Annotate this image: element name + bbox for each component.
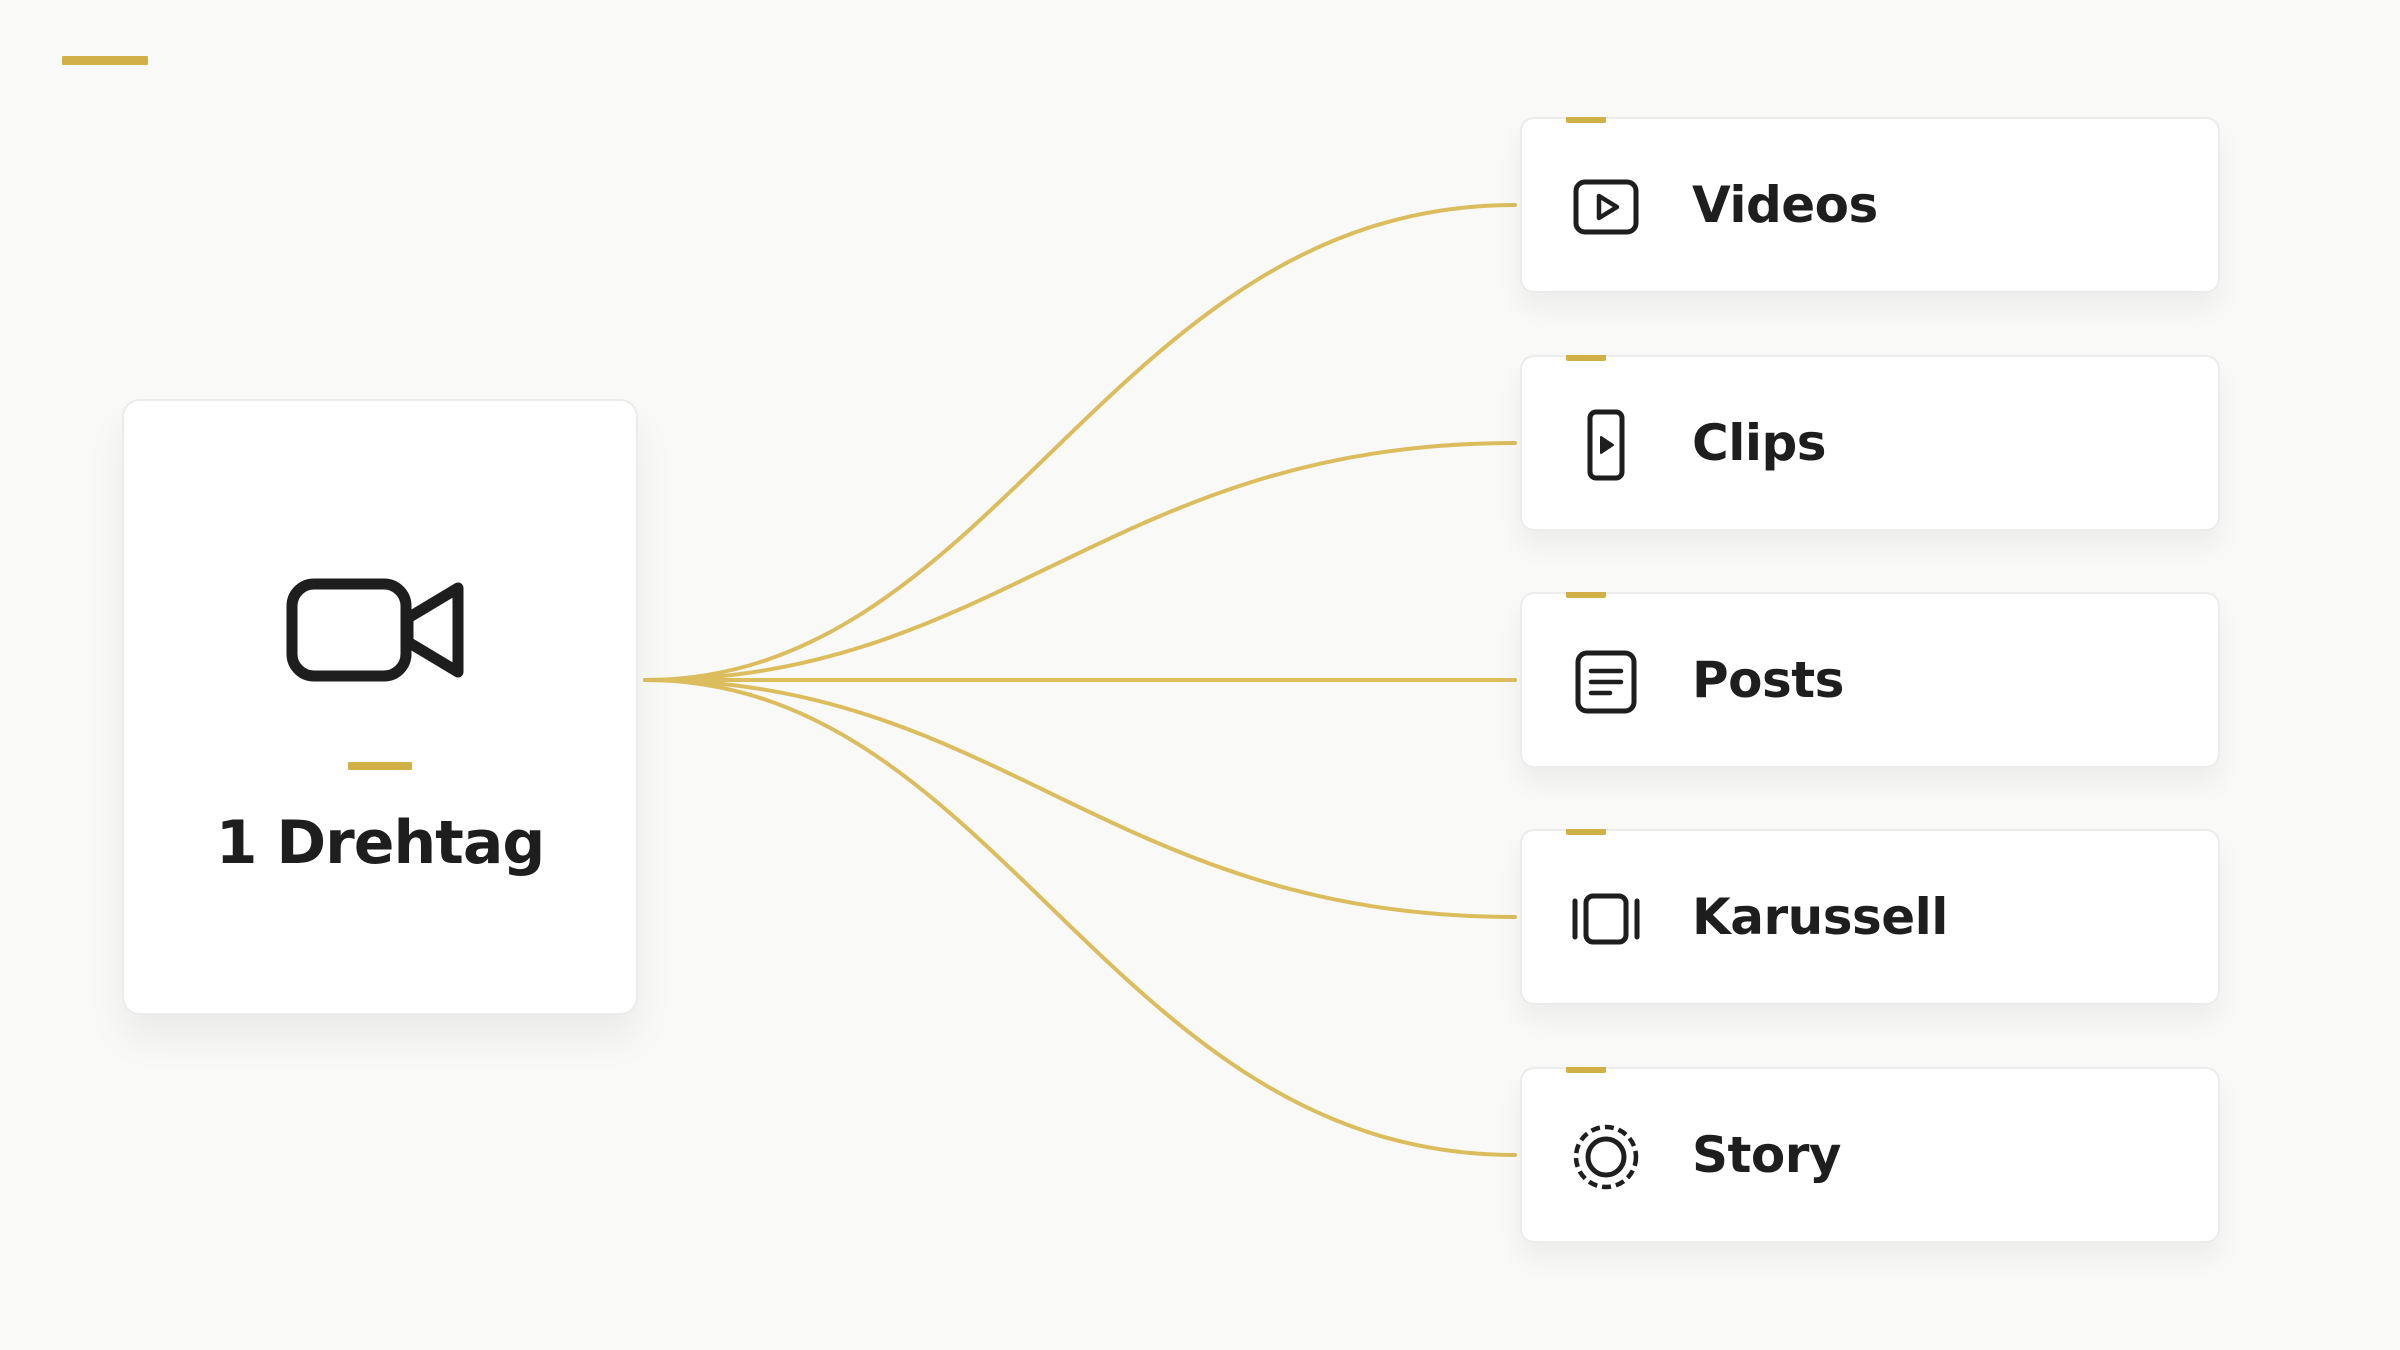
- output-label-karussell: Karussell: [1692, 888, 1948, 946]
- output-label-story: Story: [1692, 1126, 1842, 1184]
- output-label-posts: Posts: [1692, 651, 1844, 709]
- card-tab-accent: [1566, 1067, 1606, 1073]
- output-card-story: Story: [1520, 1067, 2220, 1243]
- output-label-videos: Videos: [1692, 176, 1878, 234]
- card-tab-accent: [1566, 355, 1606, 361]
- connector-karussell: [643, 678, 1517, 919]
- output-label-clips: Clips: [1692, 414, 1827, 472]
- output-card-videos: Videos: [1520, 117, 2220, 293]
- output-card-clips: Clips: [1520, 355, 2220, 531]
- output-card-posts: Posts: [1520, 592, 2220, 768]
- source-card: [122, 399, 638, 1015]
- vertical-video-icon: [1587, 409, 1625, 481]
- corner-accent-line: [62, 56, 148, 65]
- connector-videos: [643, 203, 1517, 682]
- source-label: 1 Drehtag: [215, 808, 546, 878]
- story-ring-icon: [1573, 1124, 1639, 1190]
- connector-clips: [643, 441, 1517, 682]
- card-tab-accent: [1566, 117, 1606, 123]
- video-camera-icon: [286, 578, 464, 682]
- connector-story: [643, 678, 1517, 1157]
- play-button-icon: [1573, 179, 1639, 235]
- card-tab-accent: [1566, 829, 1606, 835]
- post-icon: [1575, 650, 1637, 714]
- source-accent-line: [348, 762, 412, 770]
- carousel-icon: [1572, 893, 1640, 945]
- output-card-karussell: Karussell: [1520, 829, 2220, 1005]
- card-tab-accent: [1566, 592, 1606, 598]
